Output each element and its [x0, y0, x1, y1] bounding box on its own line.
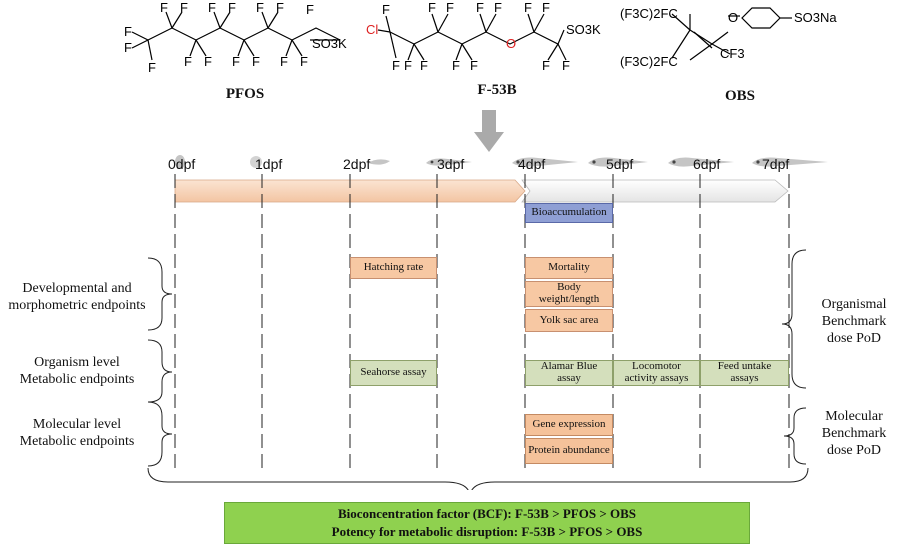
f53b-o-label: O	[506, 36, 516, 51]
f53b-chain	[389, 29, 565, 45]
day-label-5: 5dpf	[606, 156, 634, 172]
molecular-metabolic-label: Molecular level Metabolic endpoints	[19, 417, 135, 449]
pfos-name: PFOS	[225, 86, 265, 102]
down-arrow-icon	[474, 110, 504, 152]
summary-box: Bioconcentration factor (BCF): F-53B > P…	[224, 502, 750, 544]
f53b-name: F-53B	[477, 82, 517, 98]
f53b-cl-label: Cl	[366, 22, 378, 37]
body-weight-box: Body weight/length	[525, 281, 613, 307]
day-label-1: 1dpf	[255, 156, 283, 172]
svg-text:F: F	[306, 2, 314, 17]
larva-4dpf	[512, 157, 578, 167]
svg-text:F: F	[404, 58, 412, 73]
summary-potency: Potency for metabolic disruption: F-53B …	[331, 524, 643, 539]
svg-text:F: F	[276, 0, 284, 15]
larva-5dpf	[588, 157, 648, 167]
svg-text:F: F	[476, 0, 484, 15]
obs-bottom-group: (F3C)2FC	[620, 54, 678, 69]
larva-3dpf	[426, 158, 472, 166]
post-exposure-arrow	[521, 179, 789, 203]
svg-text:F: F	[542, 58, 550, 73]
timeline	[147, 155, 828, 490]
pfos-f-label: F	[124, 24, 132, 39]
bottom-brace	[147, 467, 809, 490]
yolk-sac-box: Yolk sac area	[525, 309, 613, 332]
left-brace-organism	[147, 339, 173, 403]
svg-text:F: F	[228, 0, 236, 15]
svg-text:F: F	[204, 54, 212, 69]
organism-metabolic-label: Organism level Metabolic endpoints	[19, 355, 135, 387]
obs-cf3: CF3	[720, 46, 745, 61]
gene-expression-box: Gene expression	[525, 414, 613, 436]
pfos-so3k-label: SO3K	[312, 36, 347, 51]
hatching-rate-box: Hatching rate	[350, 257, 437, 279]
svg-text:F: F	[208, 0, 216, 15]
svg-text:F: F	[392, 58, 400, 73]
alamar-blue-box: Alamar Blue assay	[525, 360, 613, 386]
locomotor-box: Locomotor activity assays	[613, 360, 700, 386]
svg-text:F: F	[300, 54, 308, 69]
svg-text:F: F	[180, 0, 188, 15]
obs-name: OBS	[724, 88, 755, 104]
bioaccumulation-box: Bioaccumulation	[525, 203, 613, 223]
left-brace-developmental	[147, 257, 173, 331]
svg-text:F: F	[160, 0, 168, 15]
day-label-7: 7dpf	[762, 156, 790, 172]
svg-text:F: F	[524, 0, 532, 15]
larva-2dpf	[368, 159, 390, 165]
left-brace-molecular	[147, 401, 173, 467]
summary-bcf: Bioconcentration factor (BCF): F-53B > P…	[337, 506, 637, 522]
right-brace-molecular	[783, 407, 807, 465]
svg-text:F: F	[428, 0, 436, 15]
svg-text:F: F	[124, 40, 132, 55]
svg-text:F: F	[446, 0, 454, 15]
right-brace-organismal	[781, 249, 807, 389]
developmental-endpoints-label: Developmental and morphometric endpoints	[8, 281, 146, 313]
day-label-0: 0dpf	[168, 156, 196, 172]
svg-text:F: F	[562, 58, 570, 73]
svg-text:F: F	[232, 54, 240, 69]
obs-so3na: SO3Na	[794, 10, 837, 25]
feed-uptake-box: Feed untake assays	[700, 360, 789, 386]
seahorse-assay-box: Seahorse assay	[350, 360, 437, 386]
svg-text:F: F	[494, 0, 502, 15]
molecular-bmd-label: Molecular Benchmark dose PoD	[821, 409, 887, 458]
day-label-2: 2dpf	[343, 156, 371, 172]
svg-text:F: F	[470, 58, 478, 73]
svg-text:F: F	[542, 0, 550, 15]
protein-abundance-box: Protein abundance	[525, 438, 613, 464]
day-label-4: 4dpf	[518, 156, 546, 172]
svg-text:F: F	[256, 0, 264, 15]
svg-text:F: F	[252, 54, 260, 69]
pfos-chain	[147, 27, 341, 41]
benzene-ring	[741, 7, 781, 29]
mortality-box: Mortality	[525, 257, 613, 279]
svg-text:F: F	[382, 2, 390, 17]
f53b-so3k-label: SO3K	[566, 22, 601, 37]
day-label-6: 6dpf	[693, 156, 721, 172]
obs-top-group: (F3C)2FC	[620, 6, 678, 21]
larva-6dpf	[668, 157, 734, 167]
organismal-bmd-label: Organismal Benchmark dose PoD	[821, 297, 887, 346]
svg-text:F: F	[452, 58, 460, 73]
day-label-3: 3dpf	[437, 156, 465, 172]
obs-o: O	[728, 10, 738, 25]
svg-text:F: F	[280, 54, 288, 69]
chemical-structures: F F F F F F F F F F F F F F F F SO3K Cl …	[124, 0, 837, 75]
svg-text:F: F	[184, 54, 192, 69]
svg-text:F: F	[148, 60, 156, 75]
larva-7dpf	[752, 157, 828, 167]
svg-text:F: F	[420, 58, 428, 73]
